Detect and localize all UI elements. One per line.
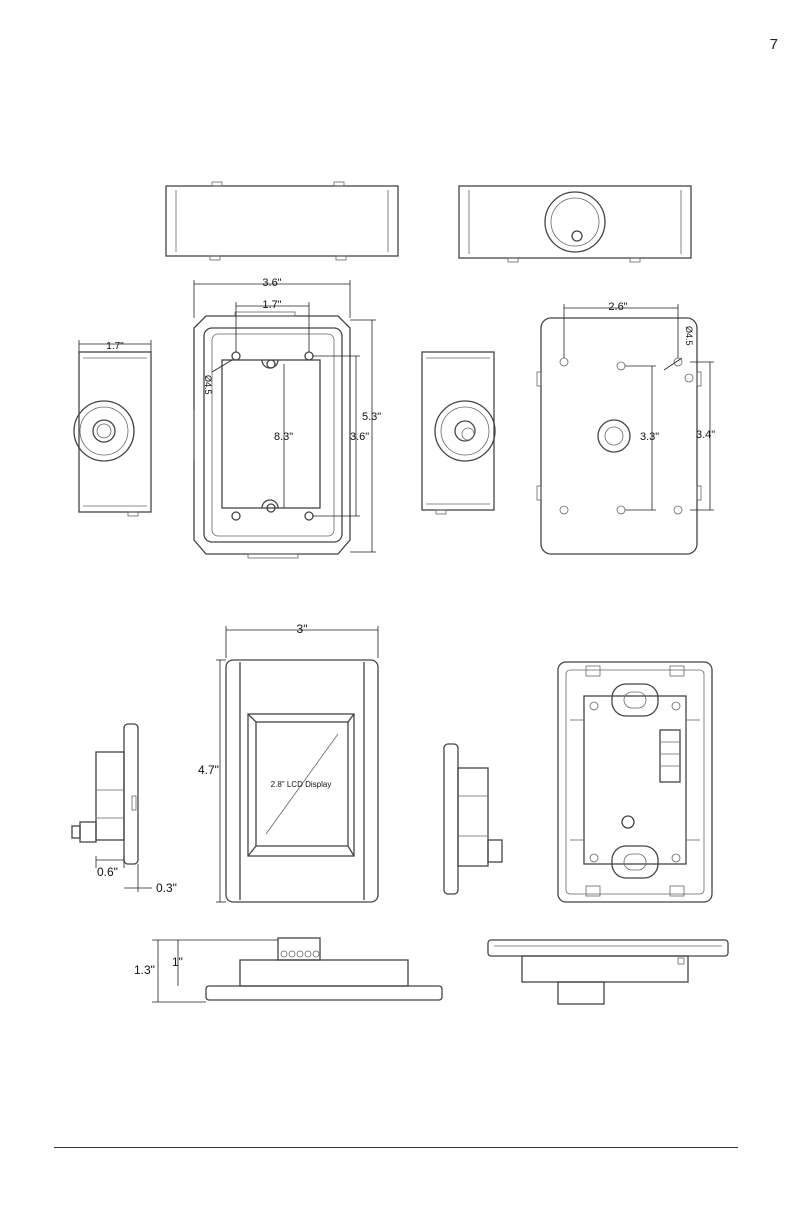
device-back-view bbox=[558, 662, 712, 902]
box-top-view-left bbox=[166, 182, 398, 260]
dim-left-side-width: 1.7" bbox=[106, 341, 124, 352]
device-side-view-left: 0.6" 0.3" bbox=[72, 724, 177, 895]
dim-device-height: 4.7" bbox=[198, 763, 219, 777]
dim-bottom-body: 1" bbox=[172, 955, 183, 969]
dim-bottom-total: 1.3" bbox=[134, 963, 155, 977]
dim-opening-height: 8.3" bbox=[274, 431, 293, 443]
box-top-view-right bbox=[459, 186, 691, 262]
dim-back-spacing: 2.6" bbox=[608, 301, 627, 313]
dim-back-right: 3.4" bbox=[696, 429, 715, 441]
display-label: 2.8" LCD Display bbox=[271, 780, 332, 789]
device-side-view-right bbox=[444, 744, 502, 894]
device-bottom-view-right bbox=[488, 940, 728, 1004]
dim-hole-right: Ø4.5 bbox=[684, 326, 694, 346]
dim-device-width: 3" bbox=[297, 622, 308, 636]
dim-height-outer: 5.3" bbox=[362, 411, 381, 423]
box-back-view: 2.6" Ø4.5 3.3" 3.4" bbox=[537, 301, 715, 554]
dim-inner-spacing: 1.7" bbox=[262, 299, 281, 311]
dim-height-inner: 3.6" bbox=[350, 431, 369, 443]
device-bottom-view-left: 1.3" 1" bbox=[134, 938, 442, 1002]
footer-rule bbox=[54, 1147, 738, 1148]
dim-hole-left: Ø4.5 bbox=[203, 375, 213, 395]
box-front-view: 3.6" 1.7" 5.3" 3.6" 8.3" Ø4.5 bbox=[194, 277, 381, 558]
dim-plate-thickness: 0.3" bbox=[156, 881, 177, 895]
box-side-view-left: 1.7" bbox=[74, 340, 151, 516]
dim-width-top: 3.6" bbox=[262, 277, 281, 289]
device-front-view: 2.8" LCD Display 3" 4.7" bbox=[198, 622, 378, 902]
box-side-view-right bbox=[422, 352, 495, 514]
dim-depth-total: 0.6" bbox=[97, 865, 118, 879]
dim-back-mid: 3.3" bbox=[640, 431, 659, 443]
